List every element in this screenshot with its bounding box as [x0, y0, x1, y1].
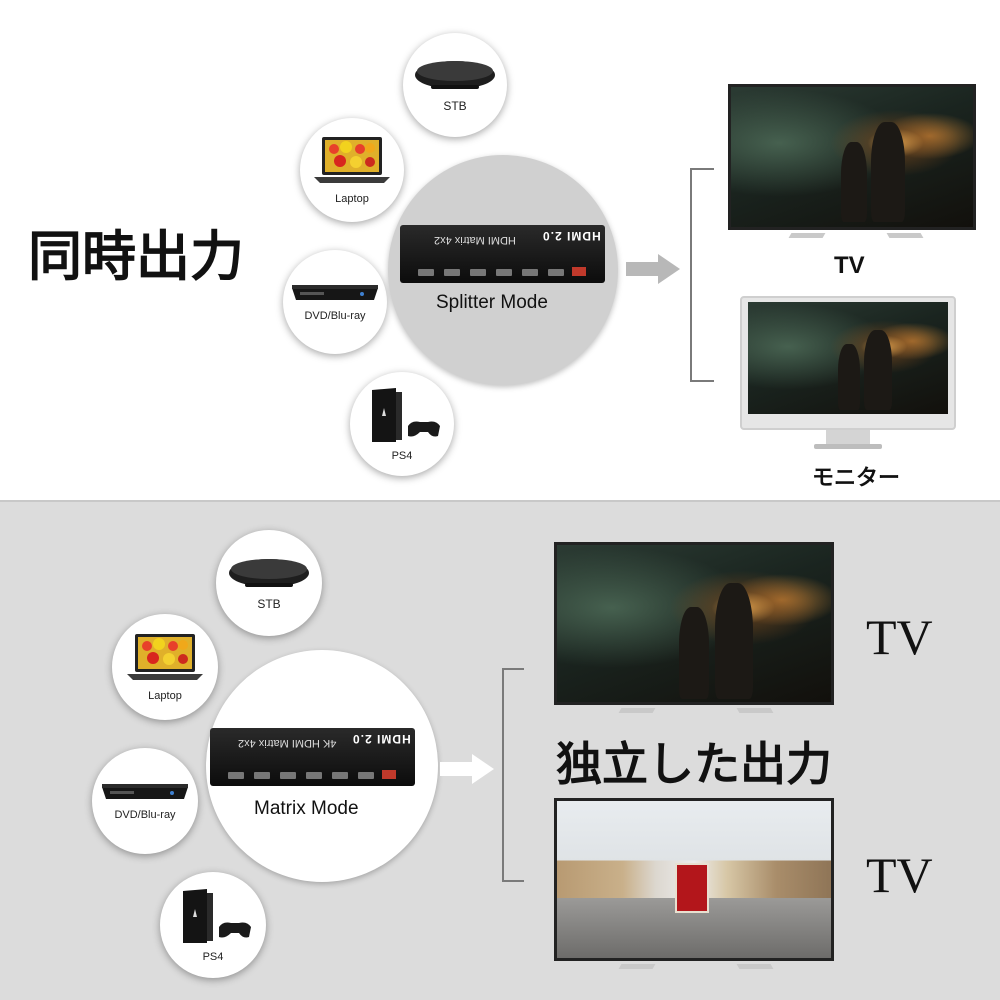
source-dvd-bubble: DVD/Blu-ray [283, 250, 387, 354]
source-laptop-label: Laptop [335, 193, 369, 205]
output-monitor-label: モニター [812, 465, 901, 490]
matrix-switch-device: 4K HDMI Matrix 4x2 HDMI 2.0 [210, 728, 415, 786]
arrow-right-icon [626, 254, 680, 284]
matrix-mode-panel: STB Laptop DVD/Blu-ray [0, 500, 1000, 1000]
output-monitor [740, 296, 956, 430]
output-tv-label: TV [834, 252, 865, 279]
source-dvd-label: DVD/Blu-ray [114, 809, 176, 821]
source-ps4-label: PS4 [391, 450, 413, 462]
arrow-right-icon [440, 754, 494, 784]
device-brand-text: HDMI 2.0 [542, 229, 601, 243]
simultaneous-output-heading: 同時出力 [28, 224, 244, 288]
output-bracket [502, 668, 524, 882]
stb-icon [415, 61, 495, 89]
splitter-mode-panel: 同時出力 STB Laptop DVD/Blu-ray [0, 0, 1000, 497]
ps4-icon [372, 388, 440, 442]
source-ps4-label: PS4 [202, 951, 224, 963]
source-stb-label: STB [257, 597, 281, 611]
source-dvd-label: DVD/Blu-ray [304, 310, 366, 322]
ps4-icon [183, 889, 251, 943]
matrix-switch-device: HDMI Matrix 4x2 HDMI 2.0 [400, 225, 605, 283]
laptop-icon [314, 137, 390, 183]
source-ps4-bubble: PS4 [160, 872, 266, 978]
device-model-text: 4K HDMI Matrix 4x2 [238, 737, 337, 749]
output-tv-2-screen [554, 798, 834, 961]
source-stb-label: STB [443, 99, 467, 113]
source-stb-bubble: STB [216, 530, 322, 636]
splitter-mode-label: Splitter Mode [436, 292, 548, 313]
independent-output-heading: 独立した出力 [556, 737, 832, 791]
dvd-player-icon [102, 784, 188, 799]
output-bracket [690, 168, 714, 382]
stb-icon [229, 559, 309, 587]
matrix-mode-label: Matrix Mode [254, 798, 359, 819]
source-stb-bubble: STB [403, 33, 507, 137]
output-tv-1-label: TV [866, 609, 933, 665]
source-laptop-label: Laptop [148, 690, 182, 702]
source-laptop-bubble: Laptop [112, 614, 218, 720]
device-brand-text: HDMI 2.0 [352, 732, 411, 746]
output-tv-2-label: TV [866, 847, 933, 903]
source-ps4-bubble: PS4 [350, 372, 454, 476]
output-tv-1-screen [554, 542, 834, 705]
dvd-player-icon [292, 285, 378, 300]
source-dvd-bubble: DVD/Blu-ray [92, 748, 198, 854]
output-tv-screen [728, 84, 976, 230]
source-laptop-bubble: Laptop [300, 118, 404, 222]
laptop-icon [127, 634, 203, 680]
device-model-text: HDMI Matrix 4x2 [434, 234, 516, 246]
